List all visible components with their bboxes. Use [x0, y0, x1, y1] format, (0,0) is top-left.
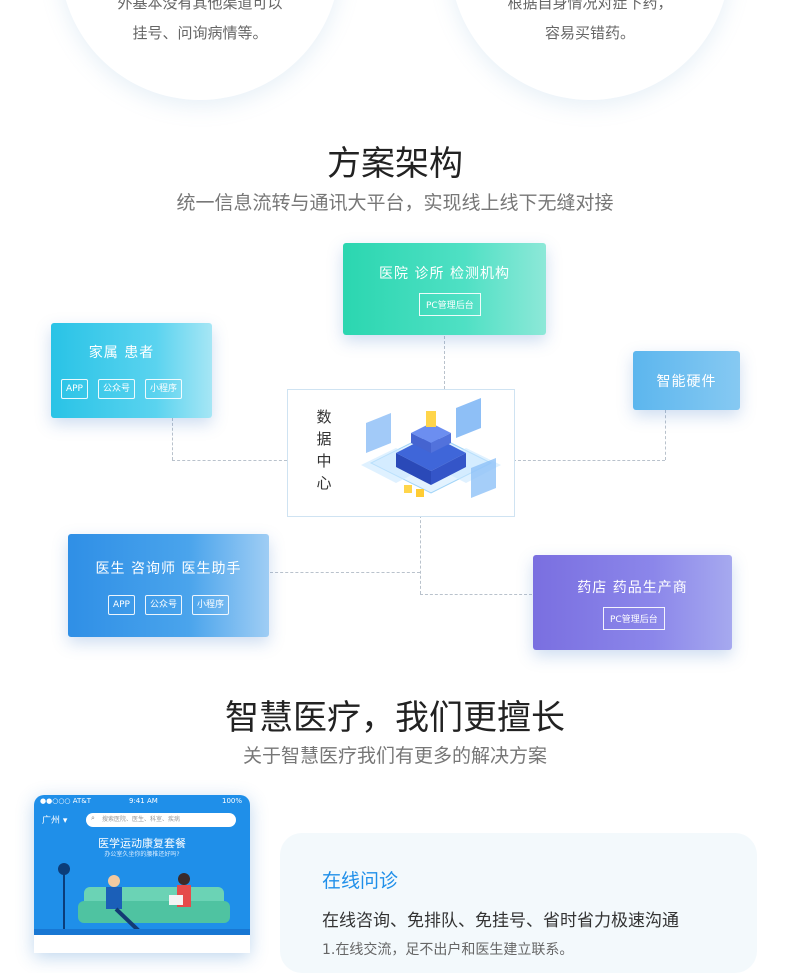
connector-hardware-h	[513, 460, 665, 461]
connector-doctor-h	[270, 572, 420, 573]
family-card: 家属 患者 APP 公众号 小程序	[51, 323, 212, 418]
hospital-card: 医院 诊所 检测机构 PC管理后台	[343, 243, 546, 335]
circle-left-text: 外基本没有其他渠道可以 挂号、问询病情等。	[117, 0, 283, 42]
wechat-account-chip: 公众号	[97, 379, 135, 399]
hospital-card-title: 医院 诊所 检测机构	[379, 266, 510, 282]
circle-right-text: 根据自身情况对症下药， 容易买错药。	[507, 0, 673, 42]
phone-bottom-panel	[34, 935, 250, 953]
connector-hospital	[444, 336, 445, 389]
status-time: 9:41 AM	[129, 797, 158, 805]
mini-program-chip: 小程序	[145, 379, 183, 399]
sofa-illustration-icon	[34, 863, 250, 939]
banner-subtitle: 办公室久坐你的腰椎还好吗?	[104, 851, 180, 858]
feature-headline: 在线咨询、免排队、免挂号、省时省力极速沟通	[322, 911, 679, 931]
feature-detail: 1.在线交流，足不出户和医生建立联系。	[322, 942, 574, 958]
app-chip: APP	[60, 379, 88, 399]
banner-title: 医学运动康复套餐	[98, 837, 186, 850]
mini-program-chip: 小程序	[192, 595, 230, 615]
connector-family-v	[172, 418, 173, 460]
doctor-chips: APP 公众号 小程序	[68, 595, 269, 615]
city-label: 广州	[42, 816, 61, 826]
hospital-pc-badge: PC管理后台	[419, 293, 481, 316]
search-icon: ⌕	[91, 814, 95, 822]
connector-hardware-v	[665, 410, 666, 460]
wechat-account-chip: 公众号	[144, 595, 182, 615]
chevron-down-icon: ▾	[62, 816, 68, 826]
status-carrier: ●●○○○ AT&T	[40, 797, 92, 805]
doctor-card-title: 医生 咨询师 医生助手	[95, 561, 242, 577]
city-selector[interactable]: 广州 ▾	[42, 813, 67, 826]
doctor-card: 医生 咨询师 医生助手 APP 公众号 小程序	[68, 534, 269, 637]
connector-pharmacy-h	[420, 594, 532, 595]
architecture-title: 方案架构	[327, 144, 463, 184]
advantage-title: 智慧医疗，我们更擅长	[225, 698, 565, 738]
data-center-label: 数 据 中 心	[316, 408, 332, 492]
family-chips: APP 公众号 小程序	[51, 379, 202, 399]
hardware-card-title: 智能硬件	[656, 374, 717, 390]
connector-center-v	[420, 515, 421, 594]
pharmacy-card-title: 药店 药品生产商	[577, 580, 688, 596]
feature-title: 在线问诊	[322, 870, 399, 892]
search-input[interactable]: 搜索医院、医生、科室、疾病	[86, 813, 236, 827]
phone-mockup: ●●○○○ AT&T 9:41 AM 100% 广州 ▾ 搜索医院、医生、科室、…	[34, 795, 250, 953]
server-illustration-icon	[361, 398, 501, 498]
family-card-title: 家属 患者	[88, 345, 155, 361]
pharmacy-card: 药店 药品生产商 PC管理后台	[533, 555, 732, 650]
data-center-box: 数 据 中 心	[287, 389, 515, 517]
hardware-card: 智能硬件	[633, 351, 740, 410]
pharmacy-pc-badge: PC管理后台	[603, 607, 665, 630]
architecture-subtitle: 统一信息流转与通讯大平台，实现线上线下无缝对接	[176, 192, 614, 214]
advantage-subtitle: 关于智慧医疗我们有更多的解决方案	[242, 745, 547, 767]
app-chip: APP	[107, 595, 135, 615]
feature-card: 在线问诊 在线咨询、免排队、免挂号、省时省力极速沟通 1.在线交流，足不出户和医…	[280, 833, 757, 973]
status-battery: 100%	[221, 797, 242, 805]
connector-family-h	[172, 460, 287, 461]
